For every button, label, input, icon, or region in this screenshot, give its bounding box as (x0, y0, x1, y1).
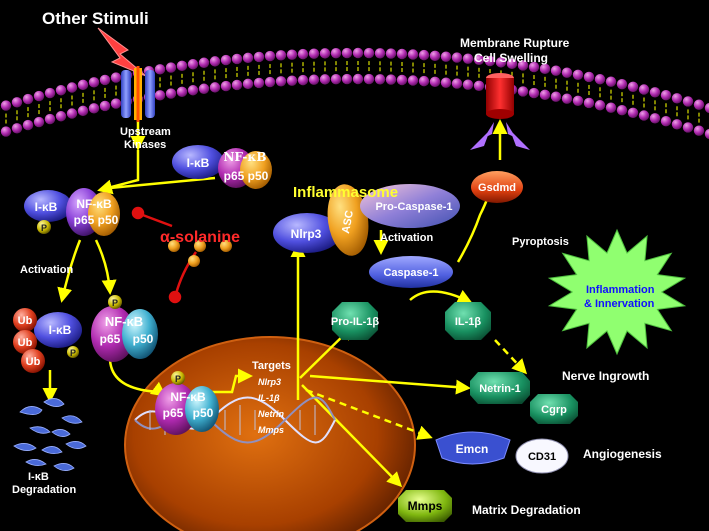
target-il1b: IL-1β (258, 393, 280, 403)
p50-dna-label: p50 (193, 406, 214, 420)
arrows (42, 119, 528, 488)
pro-il1b-node (332, 302, 378, 340)
ikb-left-label: I-κB (35, 200, 58, 214)
cd31-node (515, 438, 569, 474)
innervation-label: & Innervation (584, 298, 655, 310)
il1b-node (445, 302, 491, 340)
cell-membrane (0, 47, 709, 140)
inflammasome-title: Inflammasome (293, 184, 399, 201)
nfkb-free-label: NF-κB (105, 314, 143, 329)
phospho-ub-label: P (70, 348, 76, 358)
ikb-top-label: I-κB (187, 156, 210, 170)
nfkb-top-label: NF-κB (223, 150, 266, 164)
angiogenesis-label: Angiogenesis (583, 447, 662, 461)
pro-il1b-label: Pro-IL-1β (331, 316, 380, 328)
p65-free-label: p65 (100, 332, 121, 346)
activation-left-label: Activation (20, 264, 74, 276)
netrin-1-node (470, 372, 530, 404)
ubiquitinated-ikb (13, 308, 82, 373)
matrix-degradation-label: Matrix Degradation (472, 503, 581, 517)
phospho-left-label: P (41, 223, 47, 233)
receptor-channel (121, 66, 155, 122)
nlrp3-label: Nlrp3 (291, 227, 322, 241)
cgrp-node (530, 394, 578, 424)
il1b-label: IL-1β (455, 316, 482, 328)
nfkb-left-label: NF-κB (76, 197, 112, 211)
alpha-solanine-molecules (168, 240, 232, 267)
ikb-ub-label: I-κB (49, 323, 72, 337)
ub-label-1: Ub (18, 315, 33, 327)
p65-top-label: p65 (224, 169, 245, 183)
alpha-solanine-label: α-solanine (160, 229, 241, 246)
mmps-label: Mmps (408, 499, 443, 513)
nfkb-on-dna (155, 371, 219, 435)
emcn-label: Emcn (456, 442, 489, 456)
ikb-degradation-label-1: I-κB (28, 471, 49, 483)
cd31-label: CD31 (528, 451, 556, 463)
targets-label: Targets (252, 360, 291, 372)
target-netrin: Netrin (258, 409, 285, 419)
caspase-1-label: Caspase-1 (383, 267, 438, 279)
target-mmps: Mmps (258, 425, 285, 435)
cell-swelling-label: Cell Swelling (474, 51, 549, 65)
cgrp-label: Cgrp (541, 404, 567, 416)
asc-label: ASC (340, 209, 356, 234)
pyroptosis-label: Pyroptosis (512, 236, 569, 248)
ub-label-3: Ub (26, 356, 41, 368)
inhibition-lines (131, 206, 198, 304)
other-stimuli-label: Other Stimuli (42, 9, 149, 28)
emcn-node (435, 431, 511, 465)
phospho-dna-label: P (175, 374, 181, 384)
ikb-nfkb-complex-left (24, 188, 120, 236)
p50-left-label: p50 (98, 213, 119, 227)
caspase-1-node (369, 256, 453, 288)
gsdmd-node (471, 171, 523, 203)
kinases-label: Kinases (124, 139, 167, 151)
inflammasome-complex (273, 184, 460, 256)
degradation-fragments (13, 398, 87, 471)
p65-left-label: p65 (74, 213, 95, 227)
mmps-node (398, 490, 452, 522)
ikb-degradation-label-2: Degradation (12, 484, 77, 496)
p50-top-label: p50 (248, 169, 269, 183)
gsdmd-label: Gsdmd (478, 182, 516, 194)
free-nfkb (91, 295, 158, 362)
inflammation-burst (547, 228, 687, 356)
inflammation-label: Inflammation (586, 284, 655, 296)
netrin-1-label: Netrin-1 (479, 383, 521, 395)
activation-right-label: Activation (380, 232, 434, 244)
nerve-ingrowth-label: Nerve Ingrowth (562, 369, 650, 383)
gasdermin-pore (470, 73, 530, 150)
p65-dna-label: p65 (163, 406, 184, 420)
phospho-free-label: P (112, 298, 118, 308)
p50-free-label: p50 (133, 332, 154, 346)
upstream-label: Upstream (120, 126, 171, 138)
nfkb-dna-label: NF-κB (170, 390, 206, 404)
membrane-rupture-label: Membrane Rupture (460, 36, 570, 50)
target-nlrp3: Nlrp3 (258, 377, 282, 387)
ub-label-2: Ub (18, 337, 33, 349)
pro-caspase-label: Pro-Caspase-1 (375, 201, 452, 213)
ikb-nfkb-complex-top (172, 145, 272, 189)
